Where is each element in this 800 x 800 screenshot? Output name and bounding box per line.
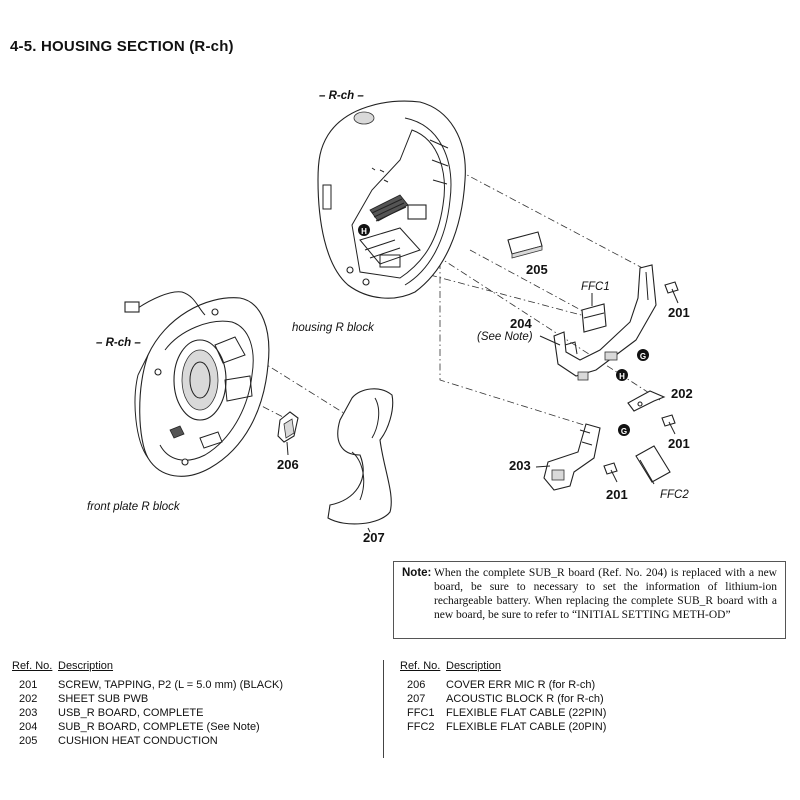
ffc2-cable: [635, 445, 671, 485]
part-202-sheet: [627, 390, 666, 412]
parts-ref-no: 207: [407, 693, 426, 705]
front-plate-r-block: [124, 291, 270, 477]
label-201-b: 201: [668, 436, 690, 451]
see-note-label: (See Note): [477, 331, 533, 343]
header-desc: Description: [446, 660, 502, 672]
parts-description: USB_R BOARD, COMPLETE: [58, 707, 204, 719]
label-206: 206: [277, 457, 299, 472]
marker-g-text-1: G: [640, 352, 646, 361]
parts-row: 203 USB_R BOARD, COMPLETE: [12, 706, 283, 720]
parts-table-header: Ref. No. Description: [12, 660, 283, 672]
table-divider: [383, 660, 384, 758]
parts-row: FFC2 FLEXIBLE FLAT CABLE (20PIN): [400, 720, 606, 734]
part-206-cover: [277, 411, 299, 443]
part-201-screw-a: [664, 281, 679, 304]
parts-table-right: Ref. No. Description 206 COVER ERR MIC R …: [400, 660, 606, 734]
parts-ref-no: FFC1: [407, 707, 435, 719]
marker-g-text-2: G: [621, 427, 627, 436]
ffc2-label: FFC2: [660, 489, 689, 501]
header-desc: Description: [58, 660, 114, 672]
parts-description: COVER ERR MIC R (for R-ch): [446, 679, 596, 691]
parts-row: FFC1 FLEXIBLE FLAT CABLE (22PIN): [400, 706, 606, 720]
part-205-cushion: [507, 231, 543, 259]
marker-g-204: G: [637, 349, 649, 361]
ffc1-cable: [581, 303, 607, 333]
parts-table-header: Ref. No. Description: [400, 660, 606, 672]
parts-ref-no: 204: [19, 721, 38, 733]
marker-h-204: H: [616, 369, 628, 381]
marker-g-ffc2: G: [618, 424, 630, 436]
front-plate-label: front plate R block: [87, 501, 181, 513]
marker-h-housing: H: [358, 224, 370, 236]
parts-description: FLEXIBLE FLAT CABLE (22PIN): [446, 707, 607, 719]
marker-h-text-1: H: [361, 227, 367, 236]
housing-r-block: [317, 100, 466, 299]
parts-description: CUSHION HEAT CONDUCTION: [58, 735, 218, 747]
part-201-screw-b: [661, 414, 676, 435]
part-207-acoustic-block: [327, 388, 394, 525]
parts-row: 207 ACOUSTIC BLOCK R (for R-ch): [400, 692, 606, 706]
parts-row: 201 SCREW, TAPPING, P2 (L = 5.0 mm) (BLAC…: [12, 678, 283, 692]
part-201-screw-c: [603, 462, 618, 483]
label-203: 203: [509, 458, 531, 473]
header-ref: Ref. No.: [400, 660, 441, 672]
section-title: 4-5. HOUSING SECTION (R-ch): [10, 38, 234, 55]
parts-table-left: Ref. No. Description 201 SCREW, TAPPING, …: [12, 660, 283, 748]
label-205: 205: [526, 262, 548, 277]
rch-left-label: – R-ch –: [96, 337, 141, 349]
note-text: When the complete SUB_R board (Ref. No. …: [434, 567, 777, 621]
label-201-c: 201: [606, 487, 628, 502]
parts-ref-no: FFC2: [407, 721, 435, 733]
note-box: Note: When the complete SUB_R board (Ref…: [393, 561, 786, 639]
parts-description: ACOUSTIC BLOCK R (for R-ch): [446, 693, 604, 705]
parts-ref-no: 206: [407, 679, 426, 691]
rch-top-label: – R-ch –: [319, 90, 364, 102]
parts-row: 204 SUB_R BOARD, COMPLETE (See Note): [12, 720, 283, 734]
parts-description: SUB_R BOARD, COMPLETE (See Note): [58, 721, 260, 733]
parts-ref-no: 201: [19, 679, 38, 691]
part-204-sub-board: [553, 264, 657, 381]
label-201-a: 201: [668, 305, 690, 320]
header-ref: Ref. No.: [12, 660, 53, 672]
exploded-diagram: – R-ch – housing R block H 205 FFC1 204 …: [87, 90, 693, 545]
parts-ref-no: 205: [19, 735, 38, 747]
parts-description: FLEXIBLE FLAT CABLE (20PIN): [446, 721, 607, 733]
label-202: 202: [671, 386, 693, 401]
part-203-usb-board: [543, 423, 601, 491]
parts-rows-right: 206 COVER ERR MIC R (for R-ch) 207 ACOUSTIC…: [400, 678, 606, 734]
parts-rows-left: 201 SCREW, TAPPING, P2 (L = 5.0 mm) (BLAC…: [12, 678, 283, 748]
parts-ref-no: 203: [19, 707, 38, 719]
housing-block-label: housing R block: [292, 322, 375, 334]
parts-description: SCREW, TAPPING, P2 (L = 5.0 mm) (BLACK): [58, 679, 284, 691]
note-label: Note:: [402, 567, 432, 579]
parts-description: SHEET SUB PWB: [58, 693, 149, 705]
parts-ref-no: 202: [19, 693, 38, 705]
parts-row: 206 COVER ERR MIC R (for R-ch): [400, 678, 606, 692]
marker-h-text-2: H: [619, 372, 625, 381]
parts-row: 202 SHEET SUB PWB: [12, 692, 283, 706]
ffc1-label: FFC1: [581, 281, 610, 293]
label-204: 204: [510, 316, 532, 331]
parts-row: 205 CUSHION HEAT CONDUCTION: [12, 734, 283, 748]
label-207: 207: [363, 530, 385, 545]
